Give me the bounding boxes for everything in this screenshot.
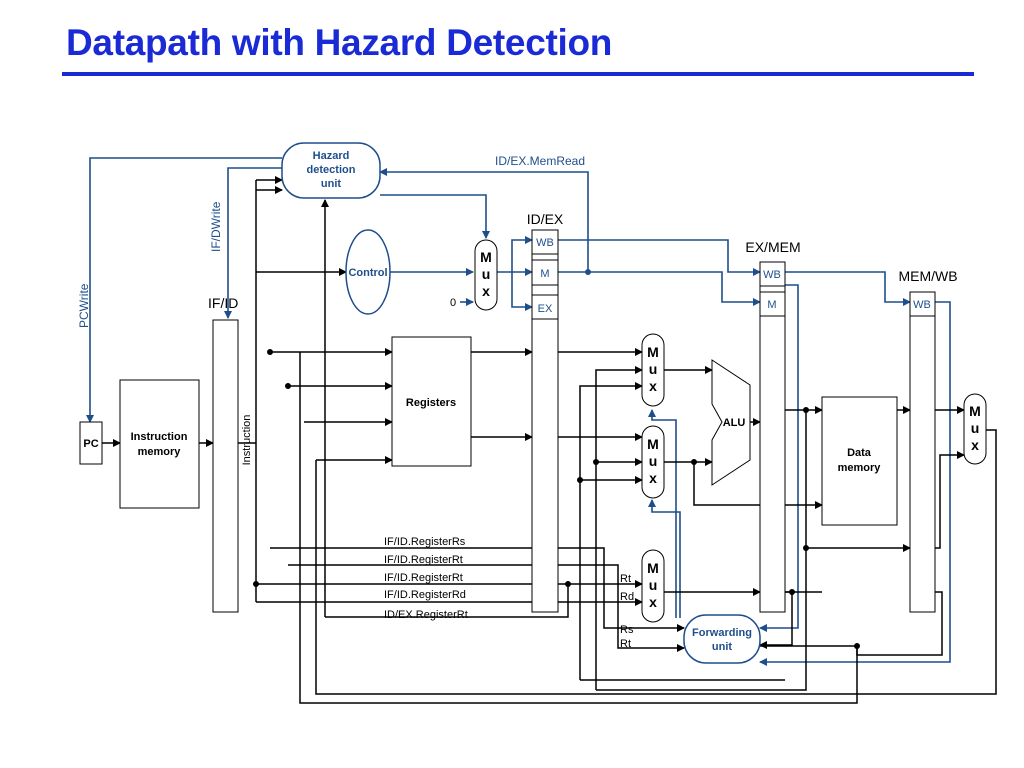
ex-rt-label: ID/EX.RegisterRt xyxy=(384,609,468,621)
svg-text:x: x xyxy=(649,378,657,394)
svg-text:WB: WB xyxy=(763,269,781,281)
svg-text:Instruction: Instruction xyxy=(241,415,253,466)
register-file: Registers xyxy=(391,336,472,467)
control-wires xyxy=(86,157,951,666)
svg-text:M: M xyxy=(647,344,659,360)
zero-input-label: 0 xyxy=(450,297,456,309)
svg-text:memory: memory xyxy=(838,462,882,474)
svg-text:Control: Control xyxy=(348,267,387,279)
rt-field-label: IF/ID.RegisterRt xyxy=(384,554,463,566)
alu: ALU xyxy=(711,359,751,486)
svg-text:unit: unit xyxy=(712,641,732,653)
exmem-register: WB M EX/MEM xyxy=(745,239,801,613)
pcwrite-label: PCWrite xyxy=(77,283,91,328)
svg-text:u: u xyxy=(971,420,980,436)
svg-text:M: M xyxy=(540,268,549,280)
ifdwrite-label: IF/DWrite xyxy=(209,201,223,252)
svg-text:MEM/WB: MEM/WB xyxy=(898,268,957,284)
svg-text:Registers: Registers xyxy=(406,397,456,409)
control-unit: Control xyxy=(345,229,391,315)
hazard-detection-unit: Hazard detection unit xyxy=(281,142,381,199)
svg-text:ALU: ALU xyxy=(723,417,746,429)
data-memory: Data memory xyxy=(821,396,898,526)
svg-text:M: M xyxy=(647,560,659,576)
svg-text:unit: unit xyxy=(321,178,341,190)
rd-field-label: IF/ID.RegisterRd xyxy=(384,589,466,601)
wire-junctions xyxy=(253,269,860,649)
svg-text:u: u xyxy=(649,453,658,469)
title-underline xyxy=(62,72,974,76)
svg-text:detection: detection xyxy=(307,164,356,176)
svg-text:M: M xyxy=(480,249,492,265)
alu-mux-a: M u x xyxy=(641,333,665,407)
svg-text:M: M xyxy=(969,403,981,419)
svg-text:M: M xyxy=(767,299,776,311)
idex-register: WB M EX ID/EX xyxy=(527,211,564,613)
svg-text:x: x xyxy=(482,283,490,299)
forwarding-unit: Forwarding unit xyxy=(683,614,761,664)
instruction-memory: Instruction memory xyxy=(119,379,200,509)
rt-fwd-label: Rt xyxy=(620,638,631,650)
dest-reg-mux: M u x xyxy=(641,549,665,623)
rt-field-label-2: IF/ID.RegisterRt xyxy=(384,572,463,584)
svg-text:x: x xyxy=(649,470,657,486)
svg-text:Instruction: Instruction xyxy=(131,431,188,443)
pc-block: PC xyxy=(79,421,103,465)
svg-text:EX/MEM: EX/MEM xyxy=(745,239,800,255)
rs-fwd-label: Rs xyxy=(620,624,634,636)
svg-text:ID/EX: ID/EX xyxy=(527,211,564,227)
ifid-register: IF/ID Instruction xyxy=(208,295,253,613)
svg-text:Data: Data xyxy=(847,447,872,459)
svg-text:EX: EX xyxy=(538,303,553,315)
svg-text:WB: WB xyxy=(536,237,554,249)
svg-text:IF/ID: IF/ID xyxy=(208,295,238,311)
svg-text:M: M xyxy=(647,436,659,452)
svg-text:u: u xyxy=(649,361,658,377)
svg-text:u: u xyxy=(649,577,658,593)
svg-text:x: x xyxy=(649,594,657,610)
rt-short-label: Rt xyxy=(620,573,631,585)
svg-text:x: x xyxy=(971,437,979,453)
svg-text:Hazard: Hazard xyxy=(313,150,350,162)
alu-mux-b: M u x xyxy=(641,425,665,499)
svg-text:PC: PC xyxy=(83,438,98,450)
rd-short-label: Rd xyxy=(620,591,634,603)
svg-text:u: u xyxy=(482,266,491,282)
page-title: Datapath with Hazard Detection xyxy=(66,22,613,63)
svg-text:Forwarding: Forwarding xyxy=(692,627,752,639)
control-mux: M u x xyxy=(474,239,498,311)
svg-text:memory: memory xyxy=(138,446,182,458)
rs-field-label: IF/ID.RegisterRs xyxy=(384,536,466,548)
svg-text:WB: WB xyxy=(913,299,931,311)
writeback-mux: M u x xyxy=(963,393,987,465)
memwb-register: WB MEM/WB xyxy=(898,268,958,613)
memread-label: ID/EX.MemRead xyxy=(495,154,585,168)
